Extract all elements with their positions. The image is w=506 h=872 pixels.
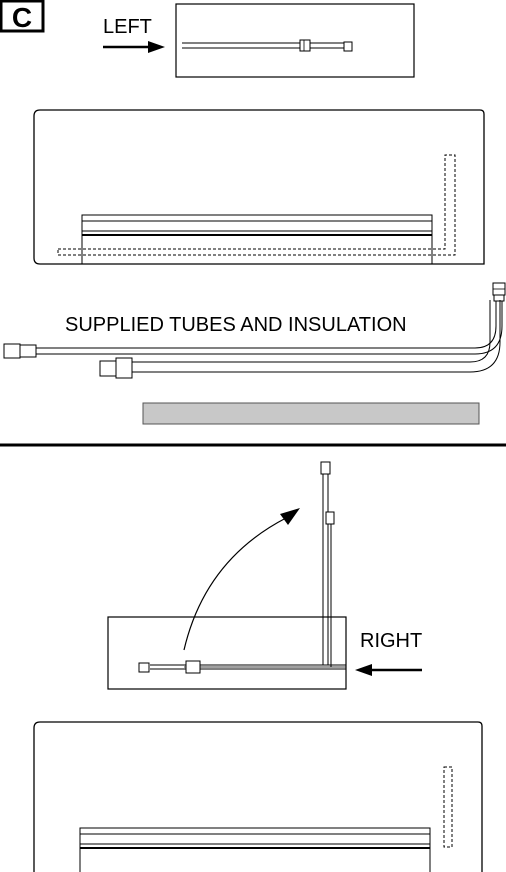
bend-direction-arrow <box>183 508 300 651</box>
figure-label-box: C <box>0 0 45 33</box>
horizontal-flare-nut-large <box>185 660 201 674</box>
supplied-tubes <box>3 282 506 379</box>
figure-label: C <box>12 2 32 33</box>
left-label: LEFT <box>103 16 152 38</box>
indoor-unit-top <box>33 109 485 265</box>
vertical-flare-nut-top <box>320 461 331 475</box>
horizontal-flare-nut-small <box>138 662 150 673</box>
left-inset-flare-nut-small <box>343 41 353 52</box>
left-inset-box <box>175 3 415 78</box>
indoor-unit-bottom <box>33 721 483 872</box>
left-inset-flare-nut-large <box>299 39 311 52</box>
small-tube-flare-nut <box>3 343 21 359</box>
large-tube-flare-nut <box>99 360 117 377</box>
insulation <box>142 402 480 425</box>
dashed-tube-outline <box>443 766 453 848</box>
vertical-flare-nut-mid <box>325 511 335 525</box>
tubes-label: SUPPLIED TUBES AND INSULATION <box>65 314 407 336</box>
right-inset-box <box>107 461 347 690</box>
left-arrow <box>103 41 165 53</box>
right-arrow <box>355 664 422 676</box>
right-label: RIGHT <box>360 630 422 652</box>
